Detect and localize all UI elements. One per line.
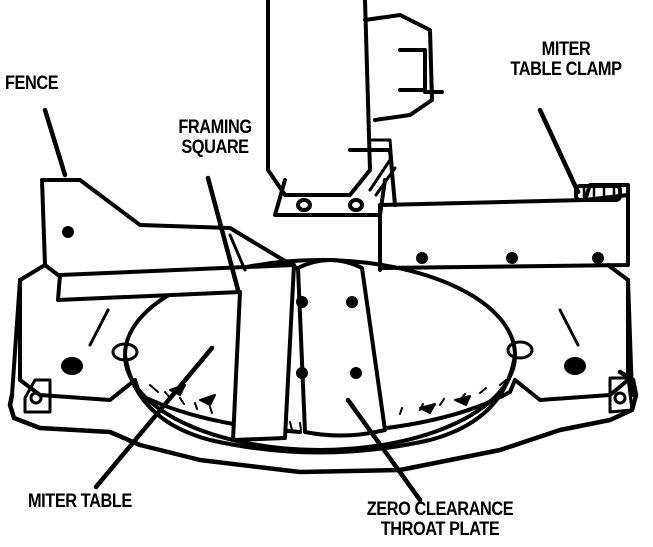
label-miter-table: MITER TABLE	[28, 491, 132, 512]
label-clamp-line1: MITER	[541, 39, 591, 60]
leader-miter-table	[93, 345, 215, 490]
label-throat-plate: ZERO CLEARANCE THROAT PLATE	[337, 500, 543, 540]
label-framing-square-line1: FRAMING	[178, 117, 252, 138]
label-fence: FENCE	[5, 73, 59, 94]
label-framing-square-line2: SQUARE	[181, 137, 249, 158]
leader-clamp	[537, 107, 581, 195]
saw-arm	[266, 0, 444, 217]
label-throat-line2: THROAT PLATE	[380, 519, 500, 540]
label-framing-square: FRAMING SQUARE	[151, 118, 280, 158]
label-miter-table-clamp: MITER TABLE CLAMP	[494, 40, 638, 80]
leader-lines	[42, 107, 581, 503]
leader-framing-square	[205, 175, 241, 293]
framing-square	[56, 233, 296, 442]
fence-left	[40, 178, 302, 277]
label-throat-line1: ZERO CLEARANCE	[366, 499, 514, 520]
leader-throat-plate	[345, 397, 423, 503]
label-clamp-line2: TABLE CLAMP	[510, 59, 622, 80]
fence-right	[378, 183, 630, 272]
mounting-holes	[23, 357, 634, 414]
throat-plate	[296, 258, 387, 438]
base-slots	[88, 308, 580, 362]
leader-fence	[42, 107, 68, 178]
